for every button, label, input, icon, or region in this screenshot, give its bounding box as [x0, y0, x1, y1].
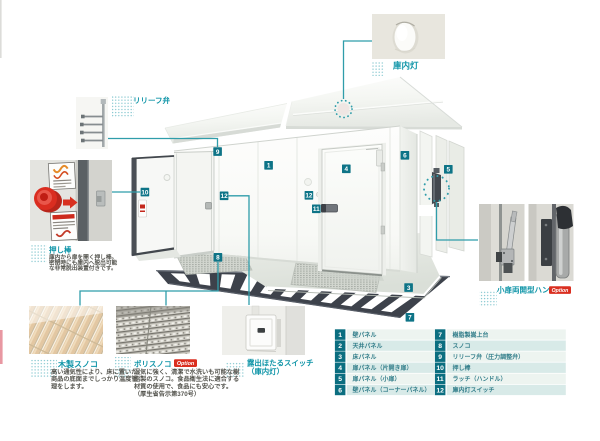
svg-text:12: 12 — [221, 193, 229, 200]
svg-text:密閉時にも庫内へ脱出可能: 密閉時にも庫内へ脱出可能 — [49, 258, 118, 266]
svg-text:扉パネル（小扉）: 扉パネル（小扉） — [352, 375, 401, 383]
svg-text:床パネル: 床パネル — [353, 353, 377, 361]
svg-text:壁パネル（コーナーパネル）: 壁パネル（コーナーパネル） — [353, 386, 431, 394]
svg-text:6: 6 — [338, 387, 342, 394]
svg-text:4: 4 — [338, 365, 342, 372]
svg-text:（庫内灯）: （庫内灯） — [247, 367, 284, 376]
svg-text:（厚生省告示第370号）: （厚生省告示第370号） — [134, 390, 200, 398]
svg-text:8: 8 — [438, 343, 442, 350]
svg-text:露出ほたるスイッチ: 露出ほたるスイッチ — [247, 359, 314, 368]
svg-text:5: 5 — [338, 376, 342, 383]
svg-text:8: 8 — [216, 255, 220, 262]
svg-text:ラッチ（ハンドル）: ラッチ（ハンドル） — [453, 375, 507, 383]
svg-text:押し棒: 押し棒 — [49, 245, 72, 255]
svg-text:理をします。: 理をします。 — [51, 383, 88, 391]
svg-text:樹脂製嵩上台: 樹脂製嵩上台 — [453, 331, 489, 339]
svg-text:9: 9 — [438, 354, 442, 361]
svg-text:押し棒: 押し棒 — [453, 364, 472, 372]
svg-text:天井パネル: 天井パネル — [353, 342, 383, 350]
svg-text:扉パネル（片開き扉）: 扉パネル（片開き扉） — [352, 364, 413, 372]
svg-text:小扉両開型ハンドル: 小扉両開型ハンドル — [497, 285, 565, 295]
svg-text:11: 11 — [437, 376, 444, 383]
svg-text:Option: Option — [177, 361, 195, 367]
svg-text:10: 10 — [436, 365, 444, 372]
svg-text:庫内灯: 庫内灯 — [393, 61, 419, 71]
svg-text:スノコ: スノコ — [453, 343, 471, 350]
svg-text:4: 4 — [345, 166, 349, 173]
svg-text:9: 9 — [216, 149, 220, 156]
svg-text:庫内灯スイッチ: 庫内灯スイッチ — [453, 386, 495, 394]
svg-text:湿気に強く、清潔で水洗いも可能な樹: 湿気に強く、清潔で水洗いも可能な樹 — [134, 368, 240, 376]
svg-text:リリーフ弁（圧力調整弁）: リリーフ弁（圧力調整弁） — [453, 353, 525, 361]
svg-text:庫内から扉を開く押し棒。: 庫内から扉を開く押し棒。 — [49, 253, 117, 261]
svg-text:ポリスノコ: ポリスノコ — [134, 359, 172, 369]
svg-text:脂製のスノコ。食品衛生法に適合する: 脂製のスノコ。食品衛生法に適合する — [133, 375, 239, 383]
svg-text:10: 10 — [141, 189, 149, 196]
svg-text:木製スノコ: 木製スノコ — [57, 359, 98, 369]
svg-text:7: 7 — [408, 315, 412, 322]
svg-text:1: 1 — [267, 163, 271, 170]
svg-text:リリーフ弁: リリーフ弁 — [133, 95, 171, 105]
svg-text:3: 3 — [407, 285, 411, 292]
svg-text:11: 11 — [313, 206, 320, 213]
svg-text:12: 12 — [436, 387, 444, 394]
svg-text:1: 1 — [338, 332, 342, 339]
svg-text:6: 6 — [403, 153, 407, 160]
svg-text:7: 7 — [438, 332, 442, 339]
svg-text:2: 2 — [338, 343, 342, 350]
svg-text:12: 12 — [305, 193, 313, 200]
svg-text:壁パネル: 壁パネル — [353, 331, 377, 339]
svg-text:3: 3 — [338, 354, 342, 361]
svg-text:な非常脱出装置付きです。: な非常脱出装置付きです。 — [49, 264, 117, 272]
svg-text:商品の底面までしっかり温度管: 商品の底面までしっかり温度管 — [51, 375, 138, 383]
svg-text:5: 5 — [447, 167, 451, 174]
svg-text:Option: Option — [552, 288, 569, 294]
svg-text:高い通気性により、床に置いた: 高い通気性により、床に置いた — [51, 368, 137, 376]
svg-text:材質の使用で、食品にも安心です。: 材質の使用で、食品にも安心です。 — [133, 383, 232, 391]
